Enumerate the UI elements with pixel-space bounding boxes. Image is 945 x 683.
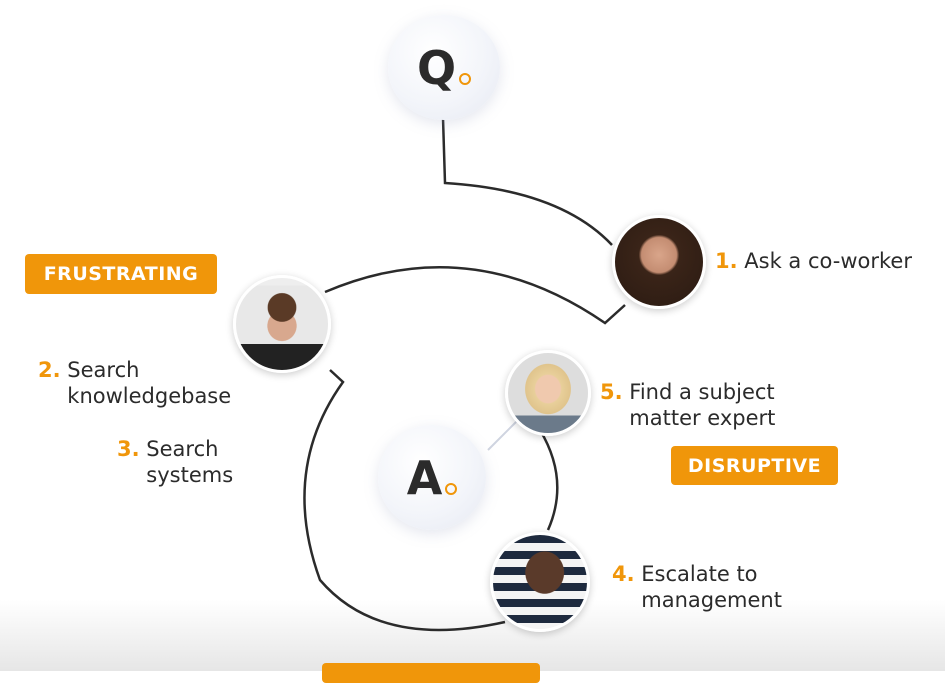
disruptive-tag: DISRUPTIVE [671,446,838,485]
answer-symbol: A [406,450,443,505]
bottom-tag [322,663,540,683]
step-text: Search knowledgebase [67,358,232,408]
step-5: 5. Find a subject matter expert [600,379,819,431]
avatar-coworker [612,215,706,309]
avatar-subject-matter-expert [505,350,591,436]
step-text: Find a subject matter expert [629,380,776,430]
step-2: 2. Search knowledgebase [38,357,268,409]
step-number: 4. [612,562,635,586]
orange-dot-icon [445,482,458,495]
step-text: Search systems [146,437,234,487]
step-3: 3. Search systems [117,436,246,488]
orange-dot-icon [459,72,472,85]
step-number: 1. [715,249,738,273]
step-4: 4. Escalate to management [612,561,811,613]
question-symbol: Q [416,40,457,95]
frustrating-tag: FRUSTRATING [25,254,217,294]
step-number: 5. [600,380,623,404]
avatar-management [490,532,590,632]
question-bubble: Q [388,15,500,120]
answer-bubble: A [378,425,486,530]
step-number: 2. [38,358,61,382]
step-1: 1. Ask a co-worker [715,248,912,274]
step-text: Escalate to management [641,562,782,612]
avatar-knowledgebase [233,275,331,373]
step-text: Ask a co-worker [744,249,912,273]
step-number: 3. [117,437,140,461]
